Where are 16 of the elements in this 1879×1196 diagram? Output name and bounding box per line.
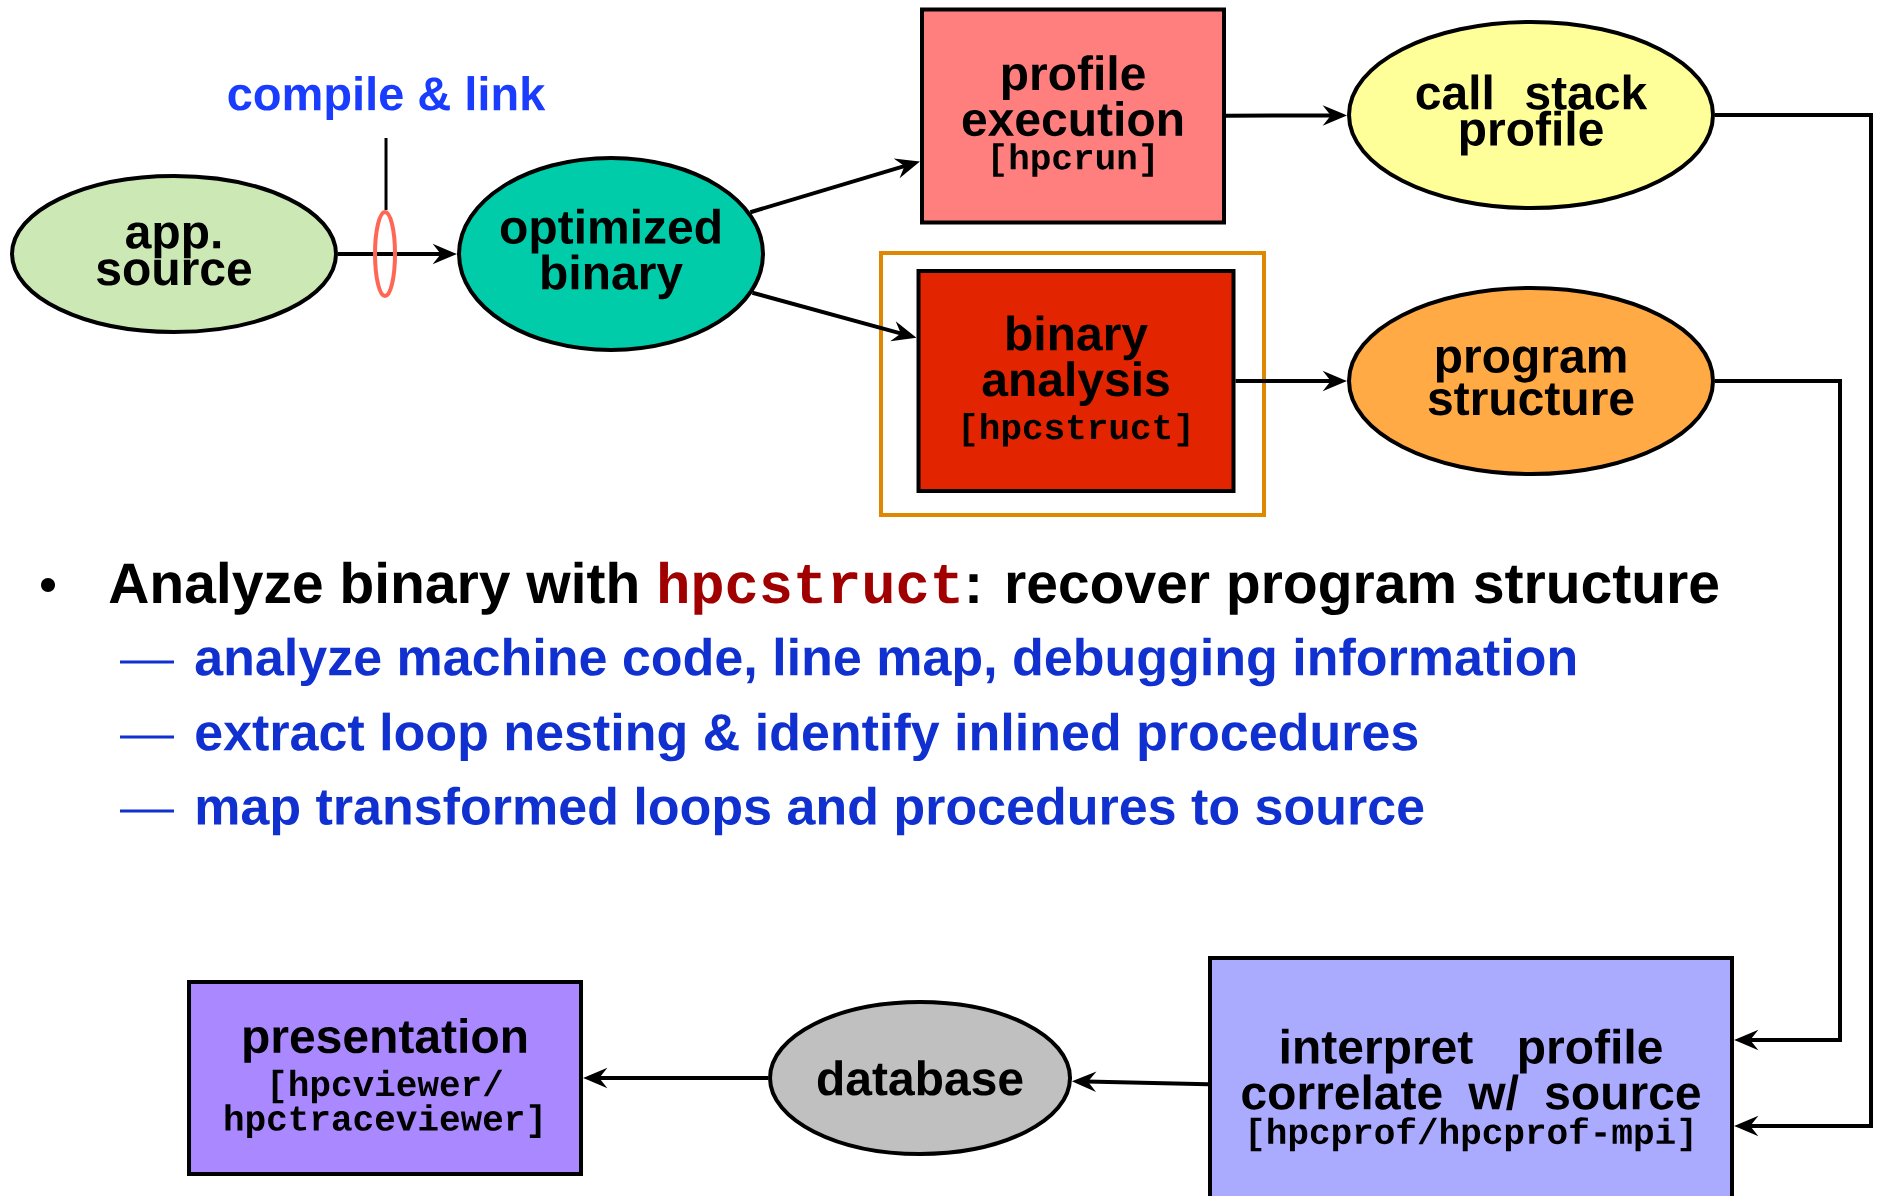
process-box: interpret profile correlate w/ source [hpcprof/hpcprof-mpi]: [1208, 956, 1734, 1196]
ellipse-node: call stack profile: [1347, 20, 1715, 210]
process-box: binary analysis [hpcstruct]: [916, 269, 1236, 493]
ellipse-node: program structure: [1347, 286, 1715, 476]
ellipse-node: optimized binary: [457, 156, 765, 352]
arrow: [1715, 113, 1873, 1137]
ellipse-node: database: [768, 1000, 1072, 1156]
step-label: compile & link: [228, 76, 546, 120]
arrow: [1715, 379, 1842, 1051]
process-box: presentation [hpcviewer/ hpctraceviewer]: [187, 980, 583, 1176]
ellipse-node: app. source: [10, 174, 338, 334]
bullet-text: analyze machine code, line map, debugging information: [195, 637, 1575, 687]
bullet-text: extract loop nesting & identify inlined procedures: [196, 712, 1418, 762]
bullet-text: Analyze binary with hpcstruct : recover program structure: [109, 561, 1718, 616]
process-box: profile execution [hpcrun]: [920, 7, 1226, 225]
bullet-text: map transformed loops and procedures to source: [197, 786, 1424, 836]
